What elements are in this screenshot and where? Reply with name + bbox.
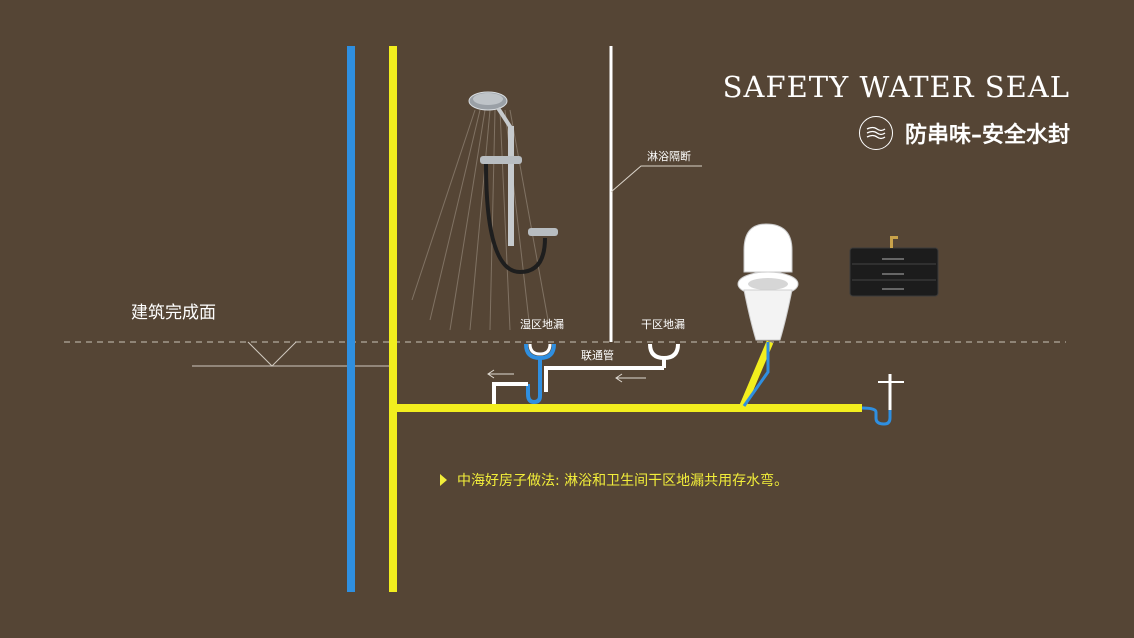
floor-label: 建筑完成面 xyxy=(131,303,216,323)
toilet-drain-yellow xyxy=(738,340,774,410)
end-trap xyxy=(861,374,904,426)
floor-level-triangle-icon xyxy=(192,341,390,367)
wet-drain-trap xyxy=(524,343,556,405)
toilet-drain-blue xyxy=(742,342,770,407)
note-text: 中海好房子做法: 淋浴和卫生间干区地漏共用存水弯。 xyxy=(457,473,789,489)
shower-spray xyxy=(411,109,549,331)
dry-drain-trap xyxy=(648,343,680,368)
arrow-left-icon xyxy=(487,369,646,383)
wet-drain-label: 湿区地漏 xyxy=(520,318,564,331)
title-english: SAFETY WATER SEAL xyxy=(722,70,1070,104)
note-row: 中海好房子做法: 淋浴和卫生间干区地漏共用存水弯。 xyxy=(440,470,788,490)
dry-drain-label: 干区地漏 xyxy=(641,318,685,331)
vent-stub xyxy=(492,382,528,404)
odor-seal-icon xyxy=(858,116,893,150)
connector-label: 联通管 xyxy=(581,349,614,362)
bullet-triangle-icon xyxy=(440,474,447,486)
partition-label: 淋浴隔断 xyxy=(647,150,691,163)
vanity-cabinet-icon xyxy=(849,236,939,297)
connector-pipe xyxy=(544,366,664,392)
toilet-icon xyxy=(737,223,799,341)
shower-head-icon xyxy=(468,91,558,275)
partition-leader-line xyxy=(610,165,702,193)
title-chinese: 防串味–安全水封 xyxy=(904,123,1070,148)
title-chinese-row: 防串味–安全水封 xyxy=(858,116,1070,150)
